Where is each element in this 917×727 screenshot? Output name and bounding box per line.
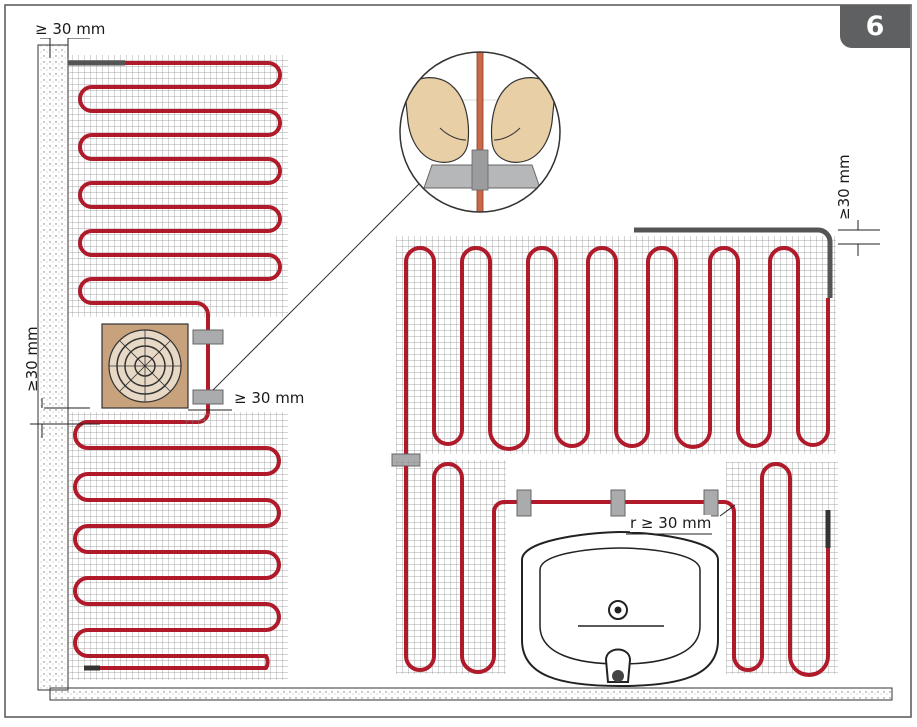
sink-icon [521, 530, 719, 688]
fixing-tape-2 [610, 489, 626, 517]
mesh-right-lower-left [396, 460, 506, 674]
radius-label: r ≥ 30 mm [630, 514, 712, 532]
left-lower-heating-mat [68, 412, 288, 680]
dimension-lines [30, 34, 880, 535]
mesh-left-upper [68, 55, 288, 317]
heating-cable-left-lower [73, 420, 281, 670]
right-upper-heating-mat [391, 227, 836, 467]
dimension-label-right-vertical: ≥30 mm [835, 154, 853, 220]
dimension-label-left-vertical: ≥30 mm [23, 326, 41, 392]
heating-cable-left-upper [78, 61, 282, 424]
mesh-right-lower-right [726, 462, 838, 674]
fixing-tape-drain [192, 329, 224, 405]
fixing-tape-3 [703, 489, 719, 517]
left-upper-heating-mat [68, 55, 288, 424]
right-lower-heating-mat [396, 460, 838, 677]
cold-lead-right-upper [634, 227, 833, 298]
heating-cable-right-upper [404, 246, 830, 460]
dimension-label-drain: ≥ 30 mm [234, 389, 305, 407]
mesh-left-lower [68, 412, 288, 680]
wall-and-floor [37, 44, 893, 701]
heating-cable-right-lower [404, 462, 830, 677]
dimension-label-top-left: ≥ 30 mm [35, 20, 106, 38]
page-number-badge: 6 [840, 5, 910, 48]
outer-frame [4, 4, 912, 718]
zoom-leader-line [212, 177, 426, 391]
floor-drain-icon [101, 323, 189, 409]
hands-pressing-tape-icon [399, 51, 561, 213]
fixing-tape-1 [516, 489, 532, 517]
